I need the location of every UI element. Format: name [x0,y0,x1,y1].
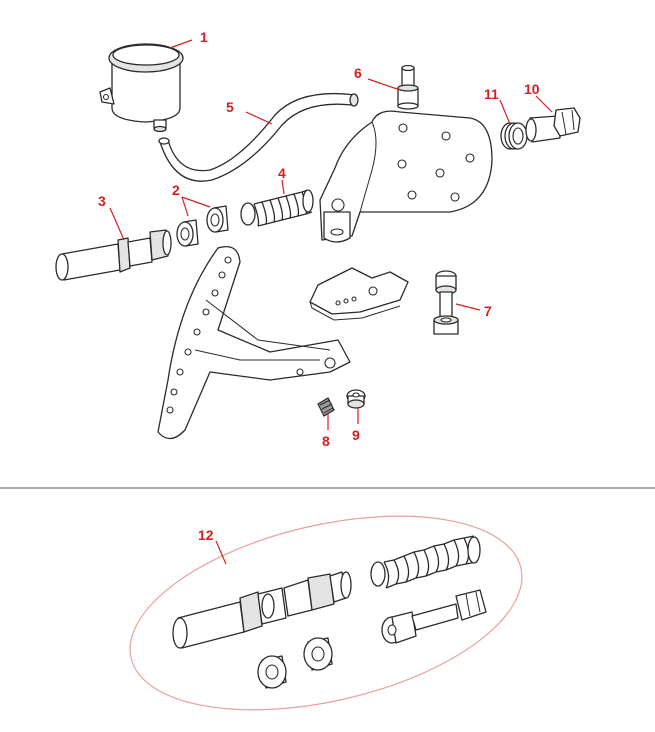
callout-3: 3 [98,193,106,209]
brake-lever [157,245,351,440]
part-11-seal-ring [500,122,528,150]
part-1-fluid-reservoir [99,43,184,133]
part-10-bleed-screw [525,107,581,143]
callout-10: 10 [524,81,540,97]
callout-labels: 1 2 3 4 5 6 7 8 9 10 11 12 [98,29,540,543]
callout-2: 2 [172,182,180,198]
callout-4: 4 [278,165,286,181]
part-5-hose [158,92,359,182]
callout-1: 1 [200,29,208,45]
master-cylinder-bracket [319,110,493,243]
callout-6: 6 [354,65,362,81]
kit-spring [370,535,481,589]
repair-kit-outline [129,515,523,711]
kit-bolt [381,589,487,644]
leader-lines [109,39,553,565]
callout-8: 8 [322,433,330,449]
part-3-piston [55,229,172,281]
callout-5: 5 [226,99,234,115]
part-4-return-spring [240,189,314,227]
kit-piston [172,571,352,649]
callout-12: 12 [198,527,214,543]
callout-9: 9 [352,427,360,443]
part-9-screw [346,389,366,409]
callout-7: 7 [484,303,492,319]
adjuster-plate [309,267,409,321]
part-2-piston-cups [176,205,229,247]
kit-cups [257,637,333,689]
part-6-banjo-fitting [397,64,419,110]
part-7-pivot-bolt [433,270,459,335]
part-8-set-screw [317,397,335,417]
callout-11: 11 [484,86,499,102]
